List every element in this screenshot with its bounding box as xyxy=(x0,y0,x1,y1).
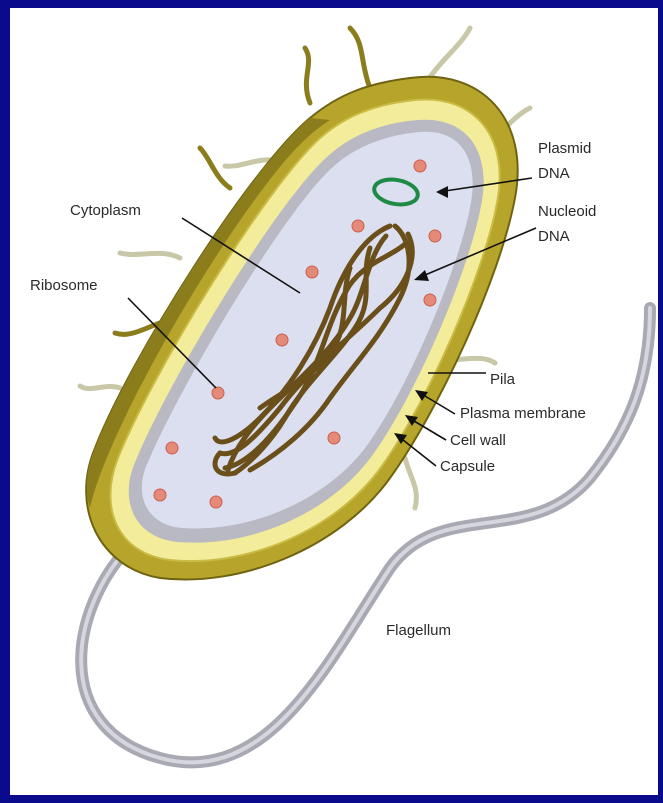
label-flagellum: Flagellum xyxy=(386,622,451,639)
label-plasmid-dna: DNA xyxy=(538,165,570,182)
label-nucleoid: Nucleoid xyxy=(538,203,596,220)
label-nucleoid-dna: DNA xyxy=(538,228,570,245)
label-cell-wall: Cell wall xyxy=(450,432,506,449)
diagram-frame: Plasmid DNA Nucleoid DNA Cytoplasm Ribos… xyxy=(10,8,658,795)
label-ribosome: Ribosome xyxy=(30,277,98,294)
label-plasma-membrane: Plasma membrane xyxy=(460,405,586,422)
label-capsule: Capsule xyxy=(440,458,495,475)
bacterium-diagram: Plasmid DNA Nucleoid DNA Cytoplasm Ribos… xyxy=(10,8,658,795)
label-cytoplasm: Cytoplasm xyxy=(70,202,141,219)
label-pila: Pila xyxy=(490,371,516,388)
label-plasmid: Plasmid xyxy=(538,140,591,157)
